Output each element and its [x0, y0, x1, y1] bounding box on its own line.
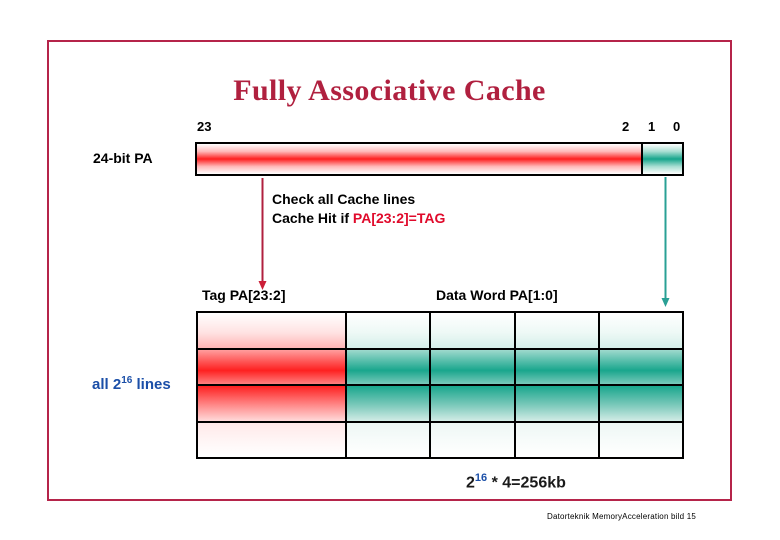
cell-data: [431, 386, 516, 421]
cache-table: [196, 311, 684, 459]
table-row: [198, 349, 682, 386]
cell-data: [347, 422, 432, 457]
cell-data: [599, 422, 682, 457]
cache-hit-annotation: Check all Cache lines Cache Hit if PA[23…: [272, 190, 445, 228]
table-row: [198, 386, 682, 423]
annotation-line-2: Cache Hit if PA[23:2]=TAG: [272, 209, 445, 228]
cell-data: [599, 386, 682, 421]
down-arrow-teal-icon: [661, 177, 670, 307]
cell-data: [599, 313, 682, 348]
cell-tag: [198, 313, 347, 348]
bit-label-word-lo: 0: [673, 119, 681, 134]
address-tag-field: [197, 144, 643, 174]
cell-data: [431, 313, 516, 348]
cache-lines-exponent: 16: [121, 375, 133, 386]
cell-tag: [198, 349, 347, 384]
address-bar: [195, 142, 684, 176]
data-column-heading: Data Word PA[1:0]: [436, 287, 558, 303]
cell-data: [599, 349, 682, 384]
cell-data: [515, 422, 600, 457]
annotation-highlight: PA[23:2]=TAG: [352, 210, 446, 226]
capacity-rest: * 4=256kb: [487, 474, 566, 492]
annotation-line-2-prefix: Cache Hit if: [272, 210, 353, 226]
page-title: Fully Associative Cache: [233, 74, 546, 107]
capacity-base: 2: [466, 474, 475, 492]
cell-data: [515, 313, 600, 348]
cell-data: [431, 422, 516, 457]
cell-data: [347, 386, 432, 421]
table-row: [198, 313, 682, 350]
address-word-field: [643, 144, 682, 174]
cell-data: [515, 386, 600, 421]
bit-label-word-hi: 1: [648, 119, 656, 134]
down-arrow-red-icon: [258, 178, 267, 290]
table-row: [198, 422, 682, 457]
bit-label-msb: 23: [197, 119, 212, 134]
cache-capacity-label: 216 * 4=256kb: [466, 472, 566, 492]
cache-lines-label: all 216 lines: [92, 375, 171, 393]
cell-tag: [198, 386, 347, 421]
physical-address-label: 24-bit PA: [93, 150, 153, 166]
cell-tag: [198, 422, 347, 457]
cell-data: [431, 349, 516, 384]
capacity-exponent: 16: [474, 472, 488, 484]
cell-data: [515, 349, 600, 384]
cache-lines-suffix: lines: [132, 376, 171, 393]
cell-data: [347, 349, 432, 384]
cache-lines-prefix: all 2: [92, 376, 122, 393]
annotation-line-1: Check all Cache lines: [272, 191, 416, 207]
slide-footer: Datorteknik MemoryAcceleration bild 15: [547, 512, 696, 521]
cell-data: [347, 313, 432, 348]
tag-column-heading: Tag PA[23:2]: [202, 287, 286, 303]
bit-label-tag-lsb: 2: [622, 119, 630, 134]
